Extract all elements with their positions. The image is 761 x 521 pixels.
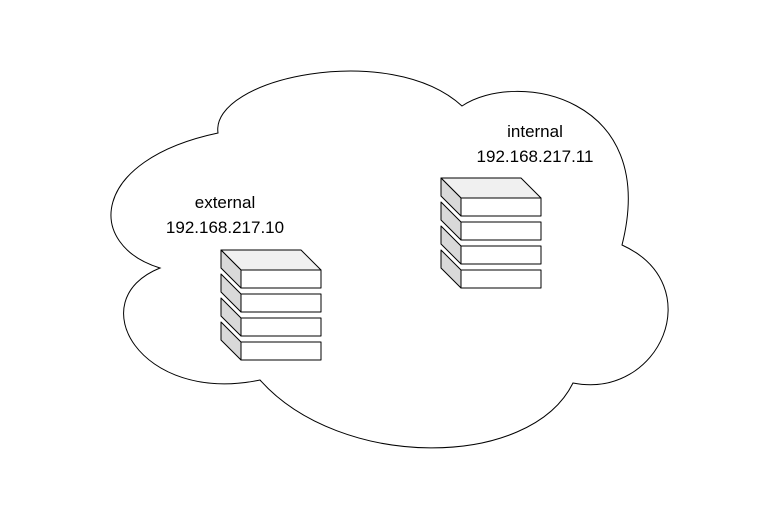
external-server-icon bbox=[220, 249, 322, 361]
server-unit-front bbox=[240, 269, 322, 289]
server-unit-front bbox=[460, 269, 542, 289]
server-unit-front bbox=[240, 341, 322, 361]
network-cloud bbox=[110, 70, 669, 449]
server-unit-front bbox=[460, 221, 542, 241]
external-name-label: external bbox=[195, 193, 255, 212]
internal-name-label: internal bbox=[507, 122, 563, 141]
internal-ip-label: 192.168.217.11 bbox=[477, 147, 594, 166]
external-ip-label: 192.168.217.10 bbox=[166, 218, 284, 237]
server-unit-front bbox=[460, 197, 542, 217]
internal-server-icon bbox=[440, 177, 542, 289]
server-unit-front bbox=[240, 317, 322, 337]
server-unit-front bbox=[460, 245, 542, 265]
server-unit-front bbox=[240, 293, 322, 313]
